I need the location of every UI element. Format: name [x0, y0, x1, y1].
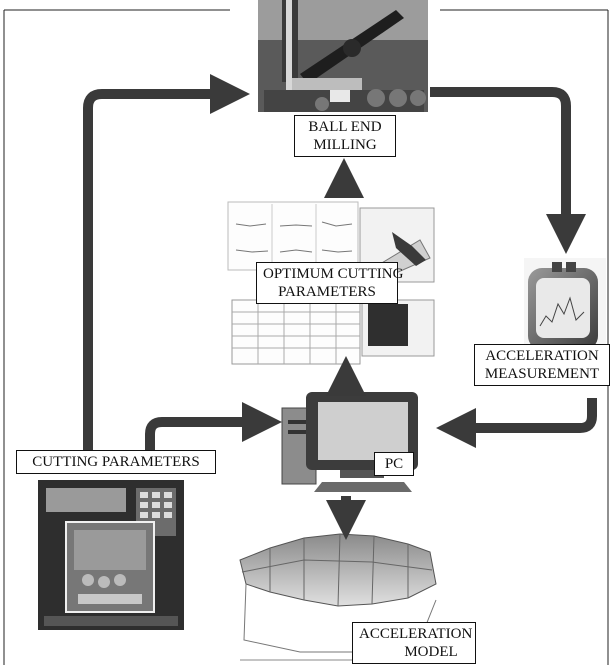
- pc-label: PC: [374, 452, 414, 476]
- arrow-cutting-parameters-to-milling: [83, 74, 250, 450]
- connector-arrows: [83, 74, 597, 540]
- 3d-surface-plot: [239, 533, 437, 661]
- optimization-plots-and-table: [227, 201, 435, 365]
- desktop-computer-image: [281, 392, 418, 492]
- acceleration-model-label: ACCELERATION MODEL: [352, 622, 476, 664]
- arrow-accelerometer-to-pc: [436, 398, 597, 448]
- optimum-cutting-parameters-label: OPTIMUM CUTTING PARAMETERS: [256, 262, 403, 304]
- arrow-panel-to-pc: [145, 402, 282, 450]
- cutting-parameters-label: CUTTING PARAMETERS: [16, 450, 216, 474]
- cnc-control-panel-photo: [38, 480, 184, 630]
- ball-end-milling-label: BALL END MILLING: [294, 115, 396, 157]
- acceleration-measurement-label: ACCELERATION MEASUREMENT: [474, 344, 610, 386]
- accelerometer-device-photo: [524, 258, 606, 350]
- arrow-milling-to-accelerometer: [430, 87, 586, 254]
- milling-machine-photo: [258, 0, 428, 112]
